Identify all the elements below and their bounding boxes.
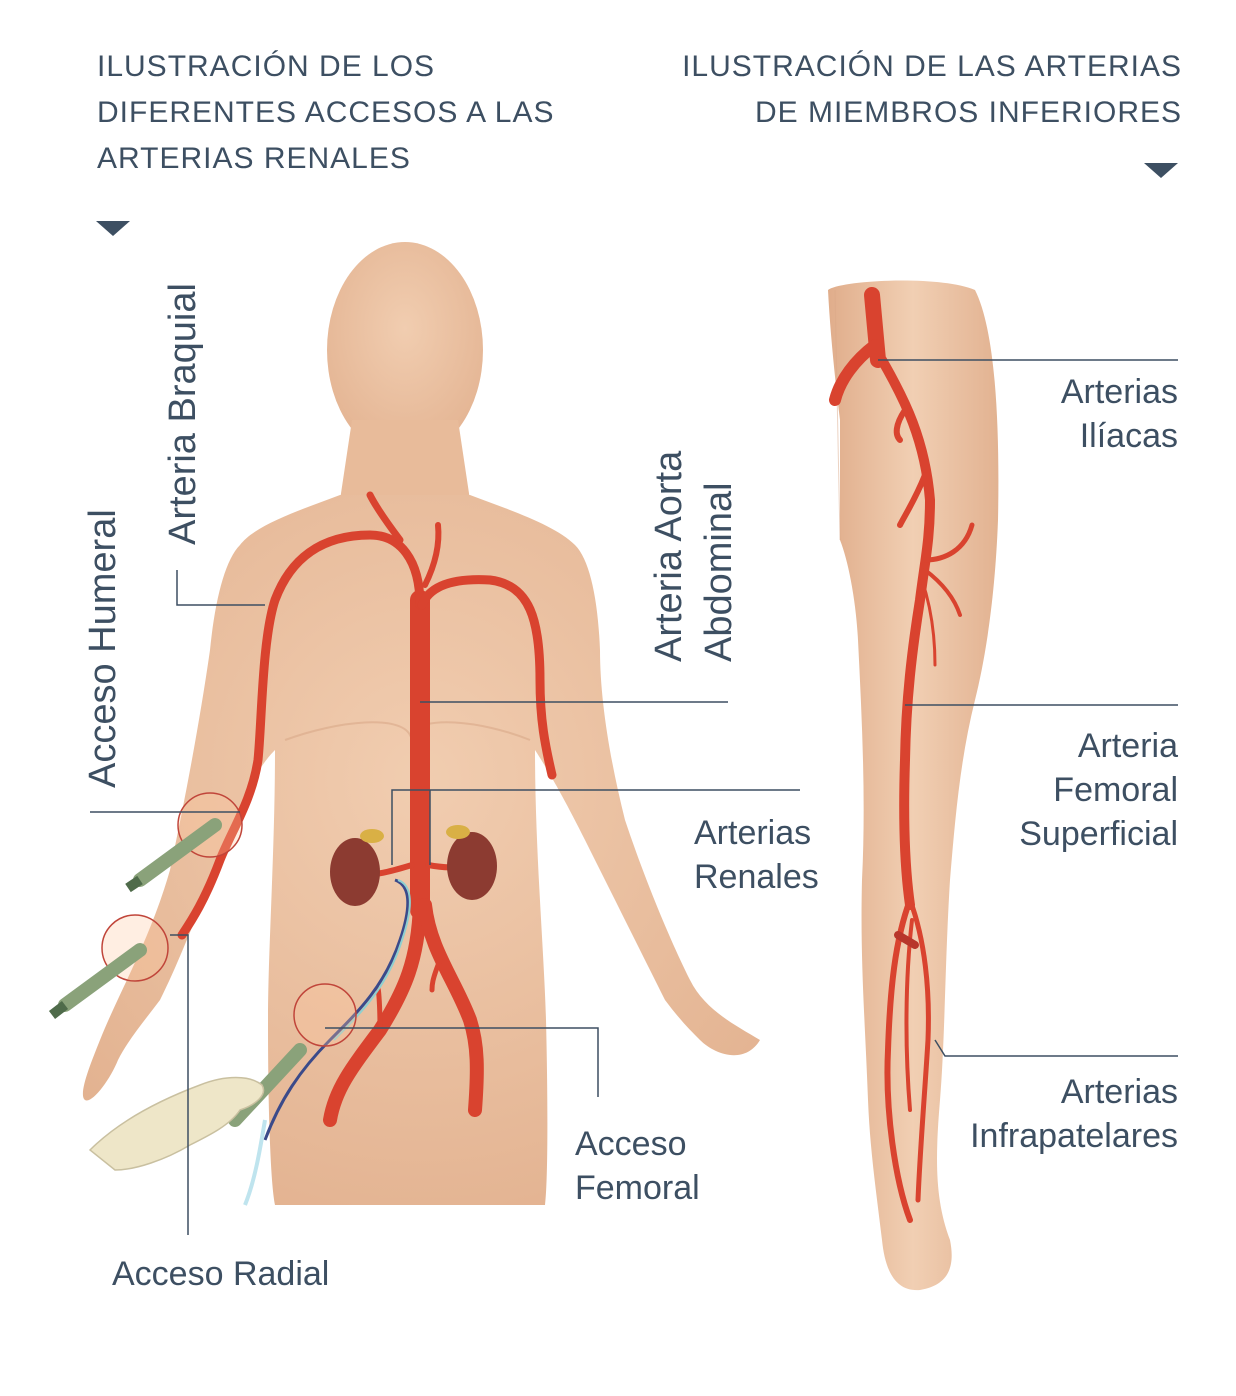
label-femoral-line-3: Superficial: [1019, 815, 1178, 853]
heading-left: ILUSTRACIÓN DE LOS DIFERENTES ACCESOS A …: [97, 44, 567, 182]
label-arteria-aorta-line-1: Arteria Aorta: [648, 450, 690, 662]
label-arterias-infrapatelares: Arterias Infrapatelares: [970, 1070, 1178, 1158]
label-femoral-line-1: Arteria: [1077, 727, 1178, 765]
heading-right-line-2: DE MIEMBROS INFERIORES: [754, 96, 1182, 129]
label-arterias-iliacas-line-1: Arterias: [1060, 373, 1178, 411]
heading-left-line-1: ILUSTRACIÓN DE LOS: [97, 50, 436, 83]
label-arteria-aorta-abdominal: Arteria Aorta Abdominal: [644, 451, 744, 662]
label-arterias-renales-line-1: Arterias: [694, 814, 812, 852]
gloved-hand: [88, 1076, 265, 1171]
triangle-down-icon-left: [96, 221, 130, 236]
leader-femoral: [325, 1027, 599, 1097]
label-acceso-femoral: Acceso Femoral: [575, 1122, 700, 1210]
label-acceso-humeral: Acceso Humeral: [82, 509, 124, 788]
leader-lines: [90, 359, 1178, 1235]
heading-left-line-3: ARTERIAS RENALES: [97, 142, 411, 175]
label-infrapatelares-line-1: Arterias: [1060, 1073, 1178, 1111]
body-arteries: [177, 491, 557, 1127]
leader-infrapatelares: [934, 1039, 1178, 1057]
catheter: [263, 878, 410, 1141]
kidneys: [330, 825, 497, 906]
label-arterias-iliacas-line-2: Ilíacas: [1079, 417, 1178, 455]
label-infrapatelares-line-2: Infrapatelares: [970, 1117, 1178, 1155]
label-acceso-femoral-line-1: Acceso: [575, 1125, 687, 1163]
label-arteria-braquial: Arteria Braquial: [162, 283, 204, 545]
leader-renales: [391, 789, 800, 865]
heading-right-line-1: ILUSTRACIÓN DE LAS ARTERIAS: [682, 50, 1182, 83]
leader-radial: [170, 934, 189, 1235]
label-arteria-aorta-line-2: Abdominal: [698, 482, 740, 662]
leg-arteries: [829, 287, 975, 1223]
label-femoral-line-2: Femoral: [1053, 771, 1178, 809]
label-arterias-iliacas: Arterias Ilíacas: [1061, 370, 1178, 458]
femoral-access-circle: [293, 983, 357, 1047]
heading-left-line-2: DIFERENTES ACCESOS A LAS: [97, 96, 555, 129]
label-arteria-femoral-superficial: Arteria Femoral Superficial: [1019, 724, 1178, 856]
label-arterias-renales-line-2: Renales: [694, 858, 819, 896]
heading-right: ILUSTRACIÓN DE LAS ARTERIAS DE MIEMBROS …: [662, 44, 1182, 136]
label-arterias-renales: Arterias Renales: [694, 811, 819, 899]
label-acceso-radial: Acceso Radial: [112, 1255, 330, 1293]
label-acceso-femoral-line-2: Femoral: [575, 1169, 700, 1207]
leader-braquial: [176, 570, 265, 606]
leg: [828, 280, 999, 1291]
triangle-down-icon-right: [1144, 163, 1178, 178]
